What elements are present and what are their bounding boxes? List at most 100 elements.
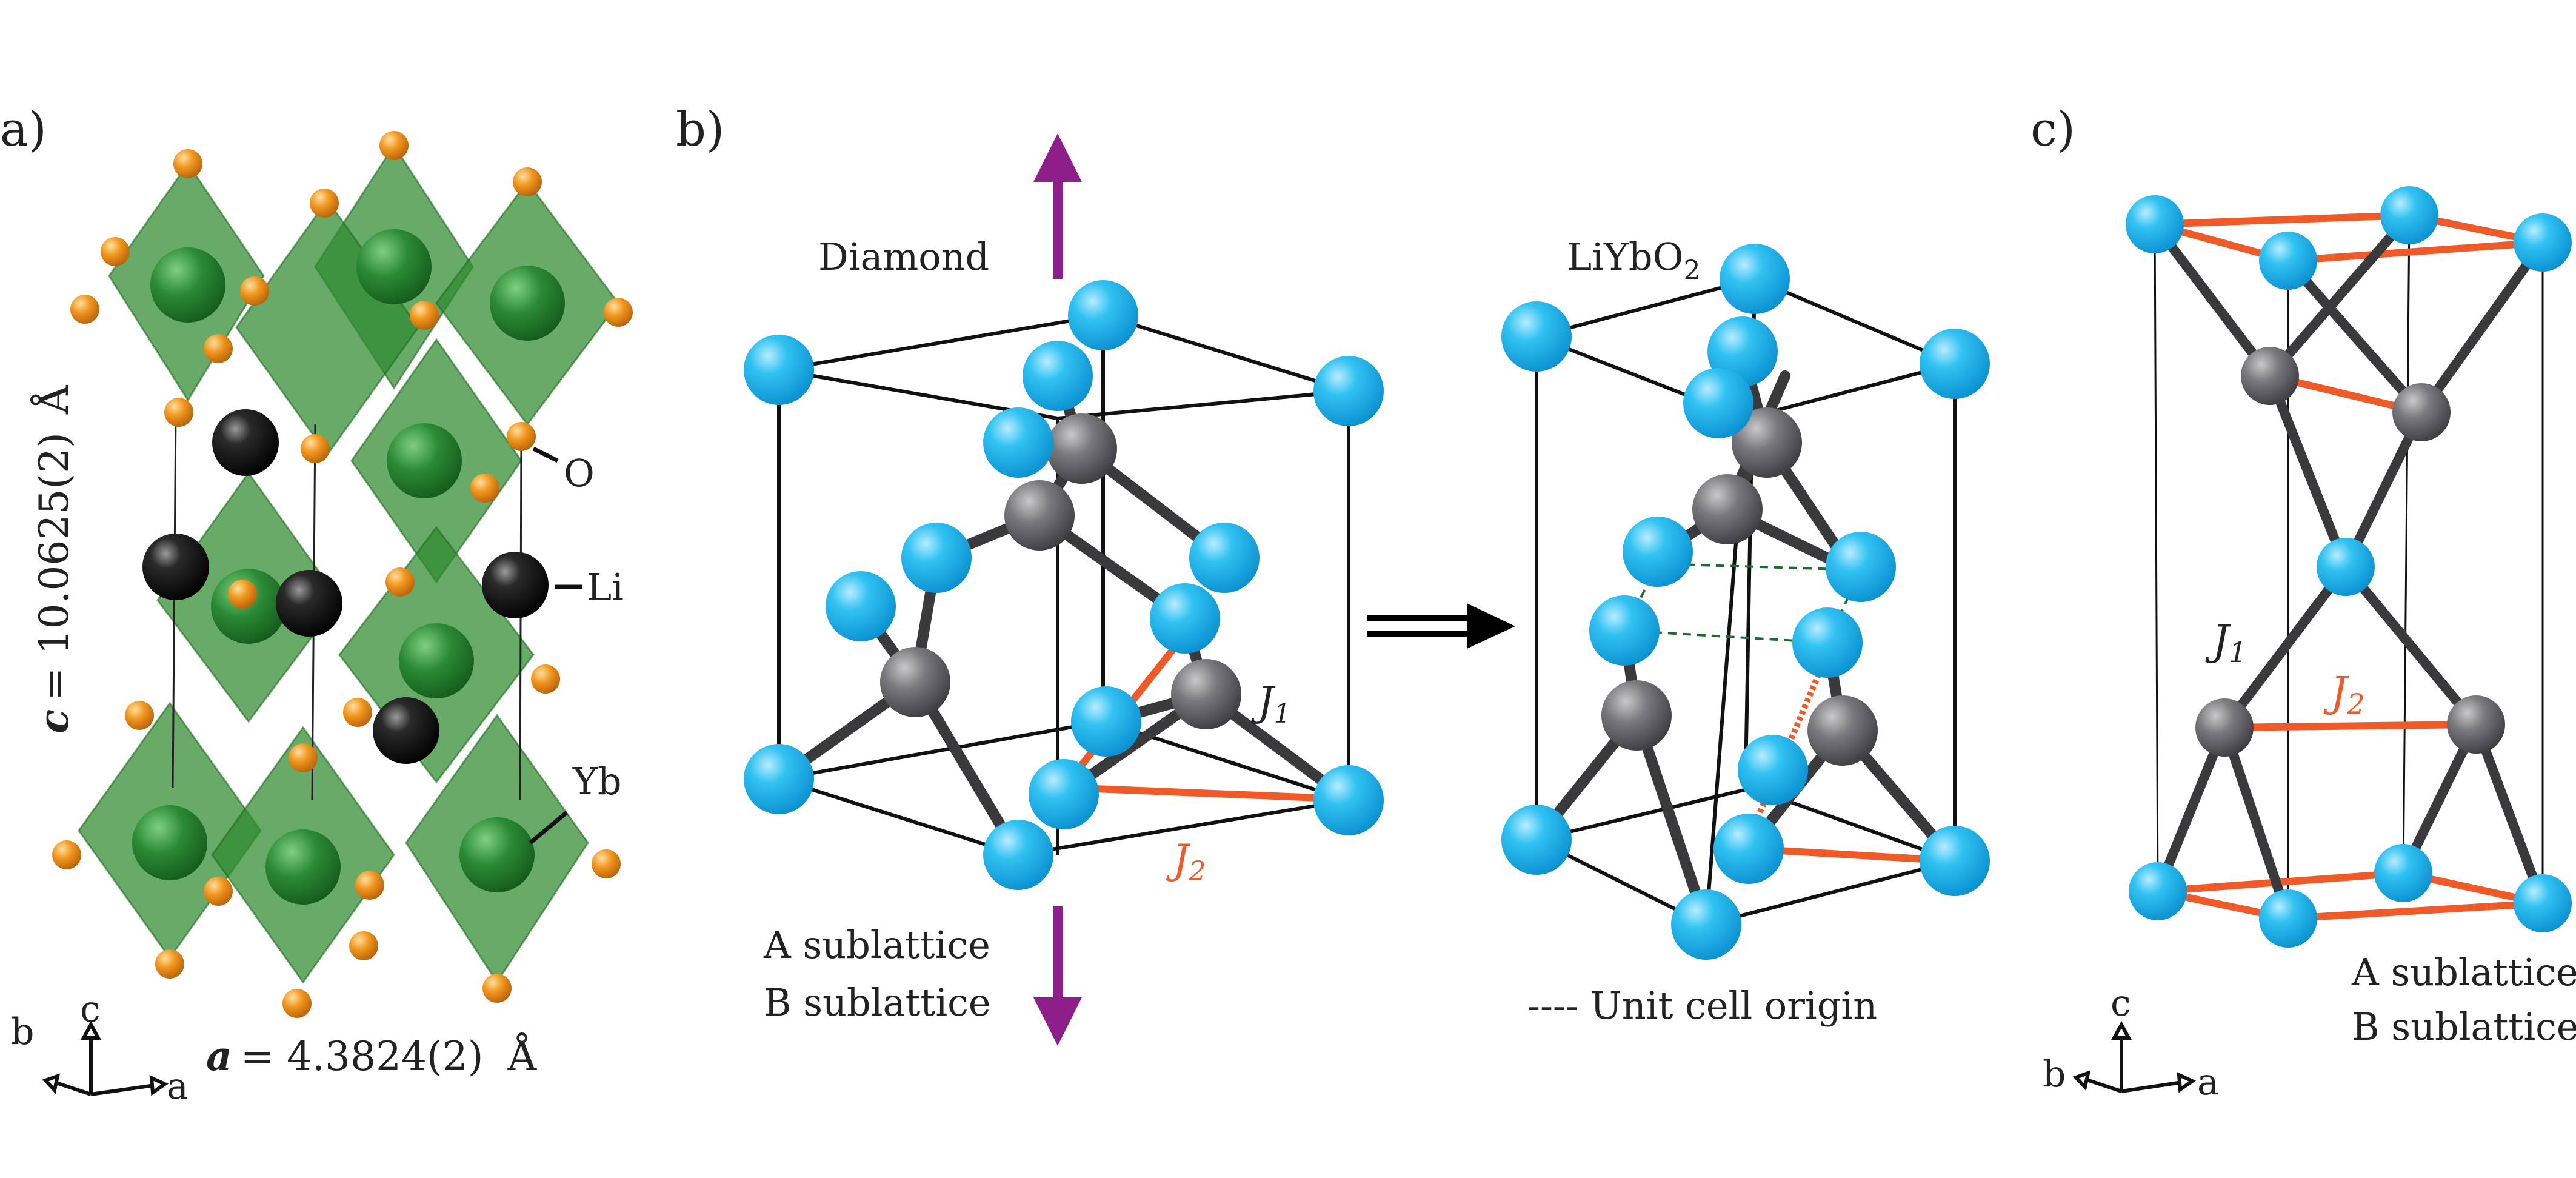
j2-bond-lower: [2224, 721, 2477, 731]
liybo2-title: LiYbO2: [1567, 235, 1700, 286]
panel-c-axis-c-label: c: [2111, 982, 2131, 1025]
o-atom: [282, 989, 312, 1018]
a-site-atom: [1589, 595, 1660, 666]
yb-atom: [265, 829, 341, 905]
li-atom: [276, 570, 342, 637]
a-site-atom: [1189, 523, 1260, 593]
b-site-atom: [1807, 695, 1878, 766]
o-atom: [592, 849, 621, 878]
o-atom: [379, 131, 409, 160]
a-site-atom: [1623, 517, 1693, 587]
o-atom: [289, 743, 318, 772]
panel-c-atoms: [2126, 186, 2572, 948]
axis-c-label: c: [80, 988, 101, 1031]
panel-c: c): [2030, 102, 2576, 1103]
yb-atom: [356, 229, 432, 304]
diamond-title: Diamond: [818, 235, 989, 279]
b-site-atom: [1732, 407, 1802, 478]
o-atom: [155, 949, 184, 979]
j2-bonds-bottom: [2157, 869, 2544, 923]
a-site-atom: [1501, 301, 1572, 372]
diamond-atoms: [744, 280, 1384, 890]
panel-b: b) Diamond LiYbO2: [676, 102, 1990, 1046]
diamond-j2-label: J2: [1166, 836, 1206, 887]
o-atom: [470, 474, 499, 503]
a-site-atom: [901, 523, 972, 593]
c-lattice-parameter: c= 10.0625(2)Å: [30, 384, 78, 734]
b-site-atom: [2195, 698, 2254, 757]
a-site-atom: [1920, 329, 1990, 399]
j2-bonds-top: [2154, 211, 2544, 265]
a-site-atom: [2374, 844, 2432, 902]
panel-c-label: c): [2030, 102, 2075, 157]
panel-a-label: a): [0, 102, 47, 157]
a-site-atom: [1313, 356, 1384, 426]
a-site-atom: [744, 335, 814, 405]
yb-atom: [399, 623, 474, 698]
legend-a-sublattice: A sublattice: [763, 923, 990, 967]
a-site-atom: [1920, 826, 1990, 896]
a-site-atom: [1023, 341, 1093, 411]
a-lattice-parameter: a= 4.3824(2)Å: [206, 1032, 537, 1080]
axis-b-label: b: [11, 1011, 34, 1053]
label-li: Li: [587, 565, 624, 609]
b-site-atom: [2392, 383, 2451, 441]
o-atom: [70, 295, 99, 324]
o-atom: [52, 840, 81, 869]
transformation-arrow: [1367, 603, 1515, 649]
li-atom: [142, 534, 209, 600]
a-site-atom: [1738, 735, 1808, 805]
yb-atom: [387, 423, 462, 498]
yb-atom: [150, 247, 225, 323]
a-site-atom: [2126, 195, 2184, 253]
panel-c-axis-b-label: b: [2043, 1053, 2066, 1096]
a-site-atom: [1068, 280, 1138, 350]
o-atom: [301, 434, 330, 463]
a-site-atom: [1713, 814, 1784, 884]
a-site-atom: [2259, 889, 2317, 948]
o-atom: [101, 237, 130, 266]
legend-b-sublattice: B sublattice: [764, 980, 991, 1025]
a-site-atom: [744, 744, 814, 814]
b-site-atom: [1047, 413, 1117, 484]
o-atom: [164, 398, 193, 427]
o-atom: [125, 701, 154, 730]
b-site-atom: [1601, 680, 1672, 751]
panel-c-j1-label: J1: [2205, 617, 2247, 669]
yb-atoms: [132, 229, 565, 905]
b-site-atom: [2447, 695, 2505, 754]
o-atom: [531, 664, 560, 694]
yb-atom: [459, 817, 535, 892]
atom-label-pointers: [529, 446, 582, 845]
a-site-atom: [2380, 186, 2438, 244]
a-site-atom: [1671, 889, 1741, 960]
b-site-atom: [880, 647, 950, 717]
a-site-atom: [1720, 244, 1790, 314]
o-atom: [310, 189, 339, 218]
o-atom: [482, 974, 512, 1003]
panel-c-axes: [2072, 1020, 2197, 1093]
a-site-atom: [2514, 213, 2572, 272]
o-atom: [173, 149, 202, 178]
b-site-atom: [1004, 480, 1075, 551]
panel-c-legend-a: A sublattice: [2351, 950, 2576, 994]
panel-a: a): [0, 102, 633, 1108]
o-atom: [204, 877, 233, 906]
li-atom: [373, 697, 439, 764]
li-atoms: [142, 409, 549, 764]
o-atom: [507, 422, 536, 451]
o-atom: [349, 931, 378, 960]
a-site-atom: [2514, 874, 2572, 932]
yb-atom: [132, 805, 207, 880]
a-site-atom: [1071, 686, 1141, 757]
a-site-atom: [826, 571, 896, 641]
a-site-atom: [1501, 805, 1572, 875]
a-site-atom: [1792, 607, 1863, 678]
strain-arrow-up: [1033, 133, 1082, 279]
diamond-j1-label: J1: [1250, 678, 1290, 729]
panel-c-axis-a-label: a: [2197, 1061, 2219, 1103]
a-site-atom: [983, 407, 1053, 478]
a-site-atom: [1826, 532, 1896, 602]
strain-arrow-down: [1033, 906, 1082, 1046]
j2-bond: [1079, 785, 1349, 803]
